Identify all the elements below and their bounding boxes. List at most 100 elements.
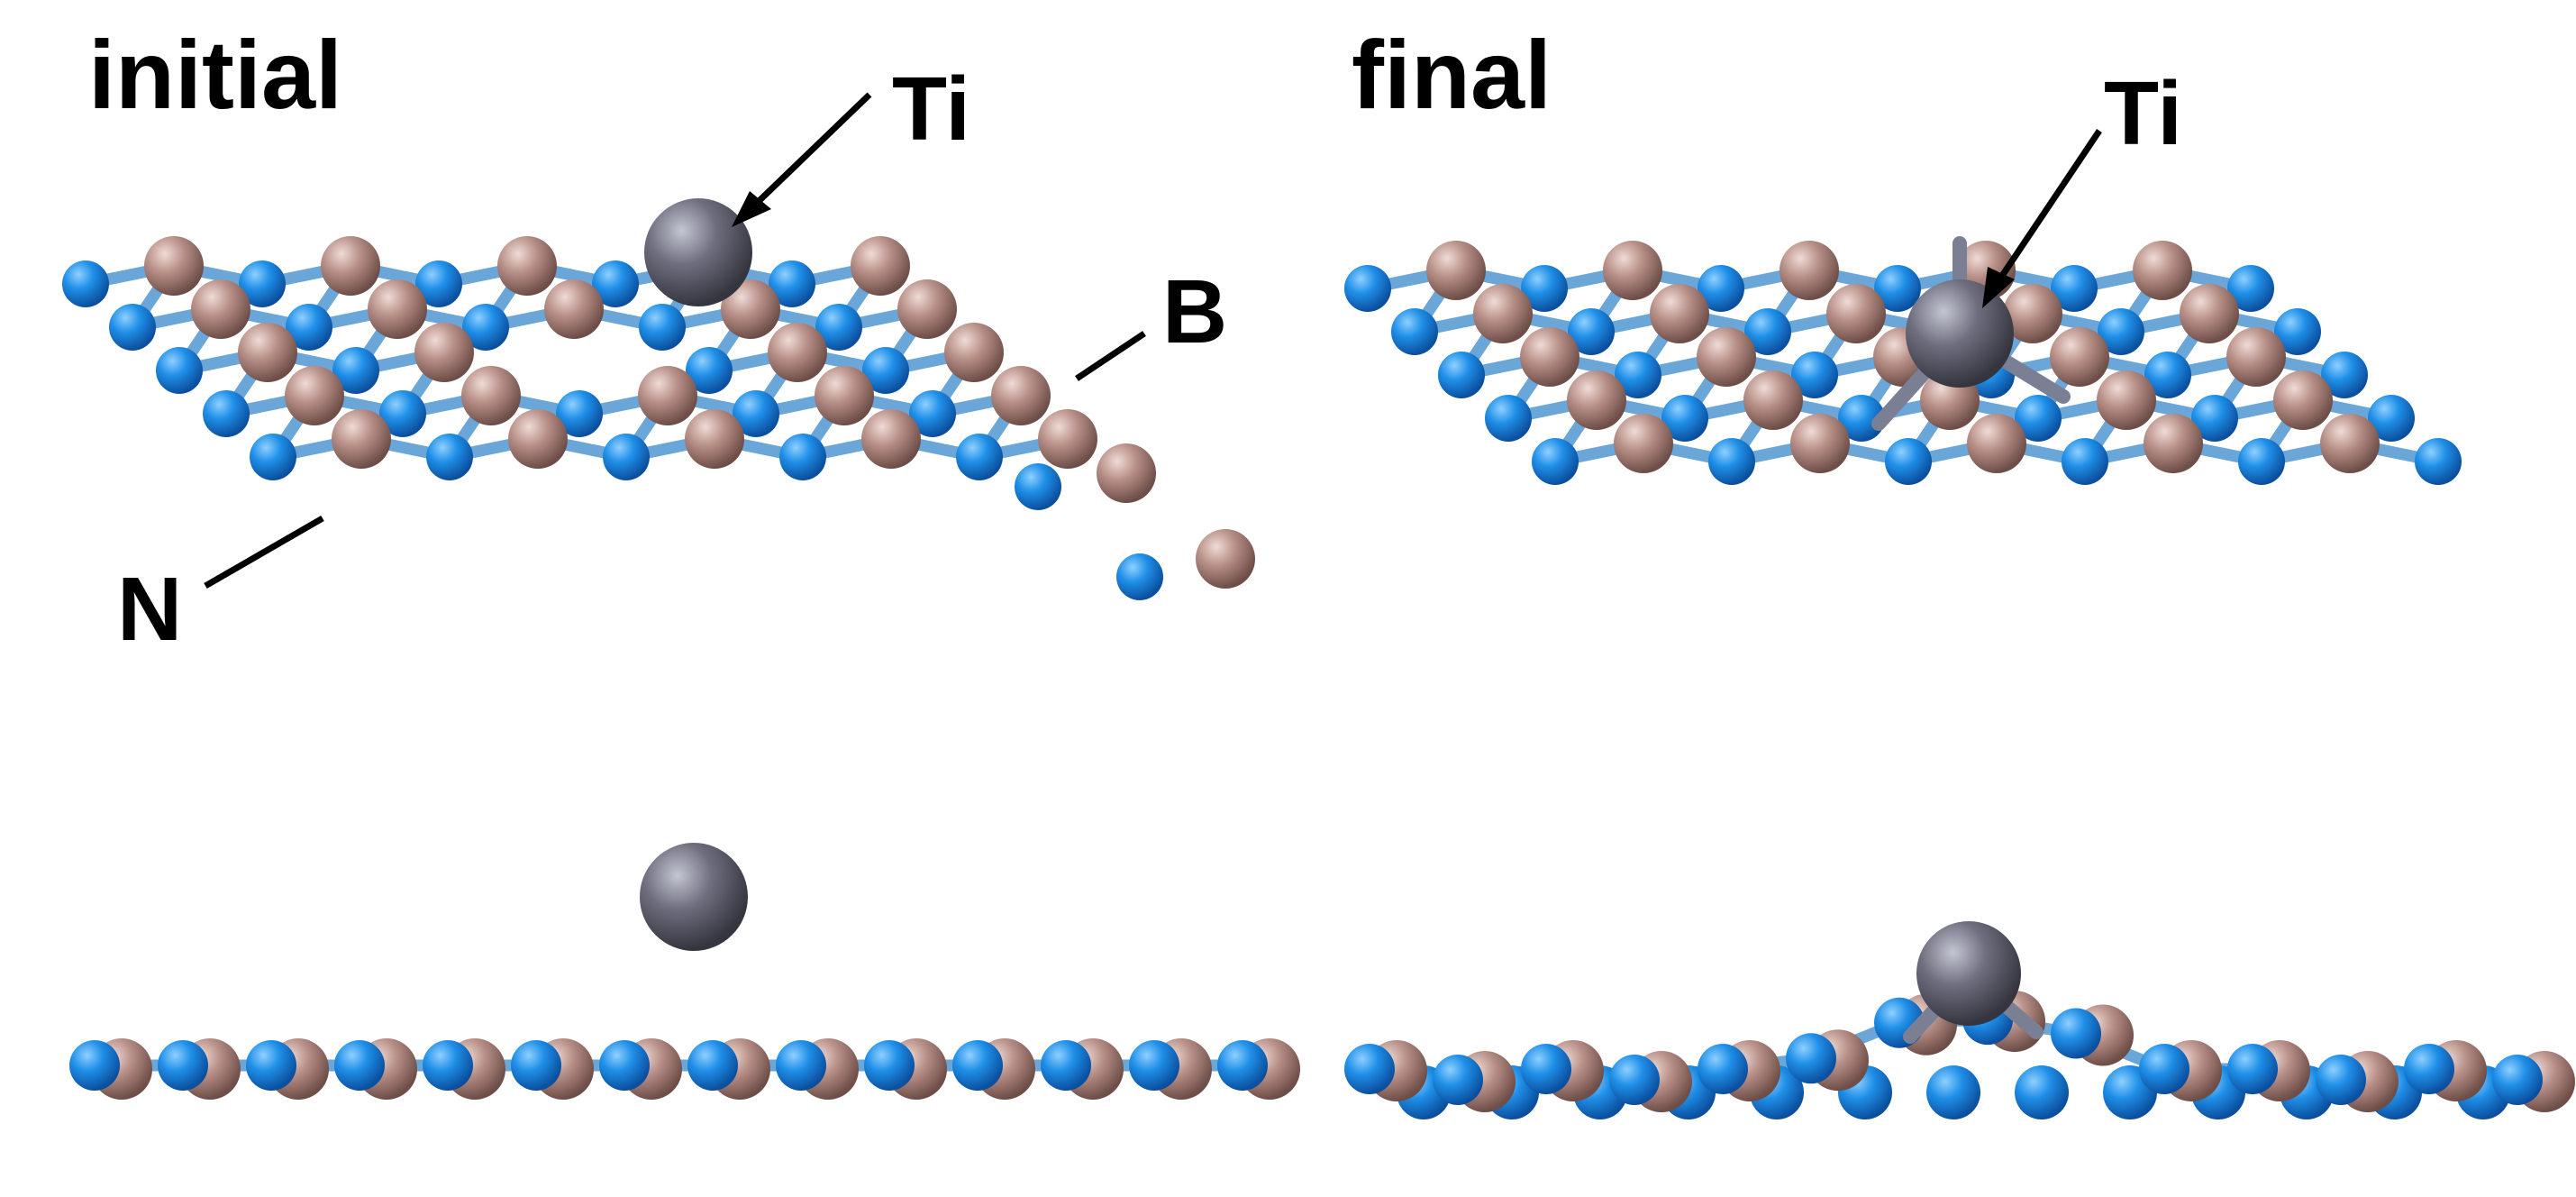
boron-atom bbox=[991, 366, 1051, 425]
boron-label: B bbox=[1162, 261, 1227, 362]
boron-atom bbox=[2003, 284, 2062, 343]
nitrogen-atom bbox=[687, 1040, 738, 1091]
nitrogen-atom bbox=[423, 1040, 473, 1091]
initial-side-view bbox=[69, 843, 1300, 1100]
final-side-view bbox=[1344, 921, 2575, 1119]
nitrogen-atom bbox=[639, 304, 686, 351]
nitrogen-atom bbox=[334, 1040, 385, 1091]
nitrogen-atom bbox=[1217, 1040, 1268, 1091]
boron-atom bbox=[1567, 370, 1626, 430]
nitrogen-atom bbox=[815, 304, 862, 351]
nitrogen-atom bbox=[862, 347, 909, 394]
initial-panel-title: initial bbox=[88, 20, 342, 129]
nitrogen-atom bbox=[1485, 395, 1532, 442]
titanium-atom bbox=[1916, 921, 2021, 1026]
nitrogen-atom bbox=[2316, 1055, 2366, 1105]
nitrogen-atom bbox=[1041, 1040, 1091, 1091]
nitrogen-atom bbox=[2492, 1055, 2543, 1105]
nitrogen-atom bbox=[2274, 308, 2321, 355]
nitrogen-atom bbox=[2015, 1065, 2069, 1119]
nitrogen-atom bbox=[1129, 1040, 1179, 1091]
boron-atom bbox=[2320, 414, 2380, 473]
nitrogen-atom bbox=[2238, 438, 2285, 485]
nitrogen-atom bbox=[379, 390, 426, 437]
boron-atom bbox=[508, 409, 568, 469]
titanium-atom bbox=[640, 843, 748, 951]
nitrogen-atom bbox=[462, 304, 509, 351]
boron-atom bbox=[1426, 241, 1486, 300]
nitrogen-atom bbox=[1391, 308, 1438, 355]
nitrogen-atom bbox=[864, 1040, 915, 1091]
nitrogen-atom bbox=[2139, 1043, 2189, 1094]
boron-atom bbox=[685, 409, 744, 469]
boron-atom bbox=[332, 409, 391, 469]
nitrogen-atom bbox=[286, 304, 332, 351]
nitrogen-atom bbox=[2144, 352, 2191, 398]
boron-atom bbox=[944, 323, 1004, 382]
nitrogen-atom bbox=[909, 390, 956, 437]
nitrogen-atom bbox=[1698, 1044, 1748, 1094]
nitrogen-atom bbox=[2321, 352, 2368, 398]
nitrogen-atom bbox=[1838, 395, 1885, 442]
titanium-atom bbox=[1906, 279, 2014, 388]
nitrogen-atom bbox=[69, 1040, 120, 1091]
boron-atom bbox=[2273, 370, 2333, 430]
nitrogen-atom bbox=[1433, 1055, 1483, 1105]
boron-atom bbox=[815, 366, 874, 425]
nitrogen-atom bbox=[1791, 352, 1838, 398]
boron-atom bbox=[497, 236, 557, 296]
boron-atom bbox=[1697, 327, 1756, 387]
nitrogen-atom bbox=[2227, 265, 2274, 312]
nitrogen-atom bbox=[1874, 265, 1921, 312]
boron-atom bbox=[2180, 284, 2239, 343]
boron-atom bbox=[1603, 241, 1662, 300]
nitrogen-atom bbox=[2015, 395, 2062, 442]
boron-atom bbox=[861, 409, 921, 469]
boron-atom bbox=[144, 236, 204, 296]
nitrogen-atom bbox=[733, 390, 779, 437]
nitrogen-atom bbox=[952, 1040, 1003, 1091]
nitrogen-label: N bbox=[117, 559, 182, 660]
boron-atom bbox=[1790, 414, 1850, 473]
boron-atom bbox=[768, 323, 827, 382]
nitrogen-atom bbox=[1568, 308, 1615, 355]
nitrogen-atom bbox=[1698, 265, 1744, 312]
ti-final-label: Ti bbox=[2104, 63, 2182, 164]
nitrogen-atom bbox=[1885, 438, 1932, 485]
ti-initial-pointer bbox=[732, 92, 872, 227]
nitrogen-atom bbox=[158, 1040, 208, 1091]
boron-atom bbox=[544, 279, 604, 339]
boron-atom bbox=[897, 279, 957, 339]
boron-atom bbox=[1038, 409, 1097, 469]
boron-atom bbox=[285, 366, 344, 425]
boron-atom bbox=[1780, 241, 1839, 300]
initial-top-view bbox=[62, 198, 1255, 600]
boron-atom bbox=[1614, 414, 1673, 473]
boron-atom bbox=[851, 236, 910, 296]
boron-atom bbox=[238, 323, 297, 382]
nitrogen-atom bbox=[1609, 1055, 1660, 1105]
boron-atom bbox=[2144, 414, 2203, 473]
boron-atom bbox=[1520, 327, 1579, 387]
boron-atom bbox=[191, 279, 250, 339]
nitrogen-atom bbox=[1344, 1044, 1395, 1094]
nitrogen-atom bbox=[1532, 438, 1579, 485]
boron-atom bbox=[1097, 443, 1156, 503]
boron-atom bbox=[1650, 284, 1709, 343]
boron-atom bbox=[1967, 414, 2026, 473]
nitrogen-atom bbox=[1615, 352, 1661, 398]
nitrogen-atom bbox=[779, 434, 826, 480]
nitrogen-atom bbox=[776, 1040, 826, 1091]
boron-atom bbox=[461, 366, 521, 425]
nitrogen-atom bbox=[2051, 1008, 2101, 1059]
nitrogen-atom bbox=[1116, 553, 1163, 600]
nitrogen-atom bbox=[592, 260, 639, 307]
boron-atom bbox=[638, 366, 697, 425]
boron-atom bbox=[721, 279, 780, 339]
boron-atom bbox=[321, 236, 380, 296]
nitrogen-atom bbox=[239, 260, 286, 307]
nitrogen-atom bbox=[426, 434, 473, 480]
boron-atom bbox=[1826, 284, 1886, 343]
nitrogen-atom bbox=[246, 1040, 296, 1091]
